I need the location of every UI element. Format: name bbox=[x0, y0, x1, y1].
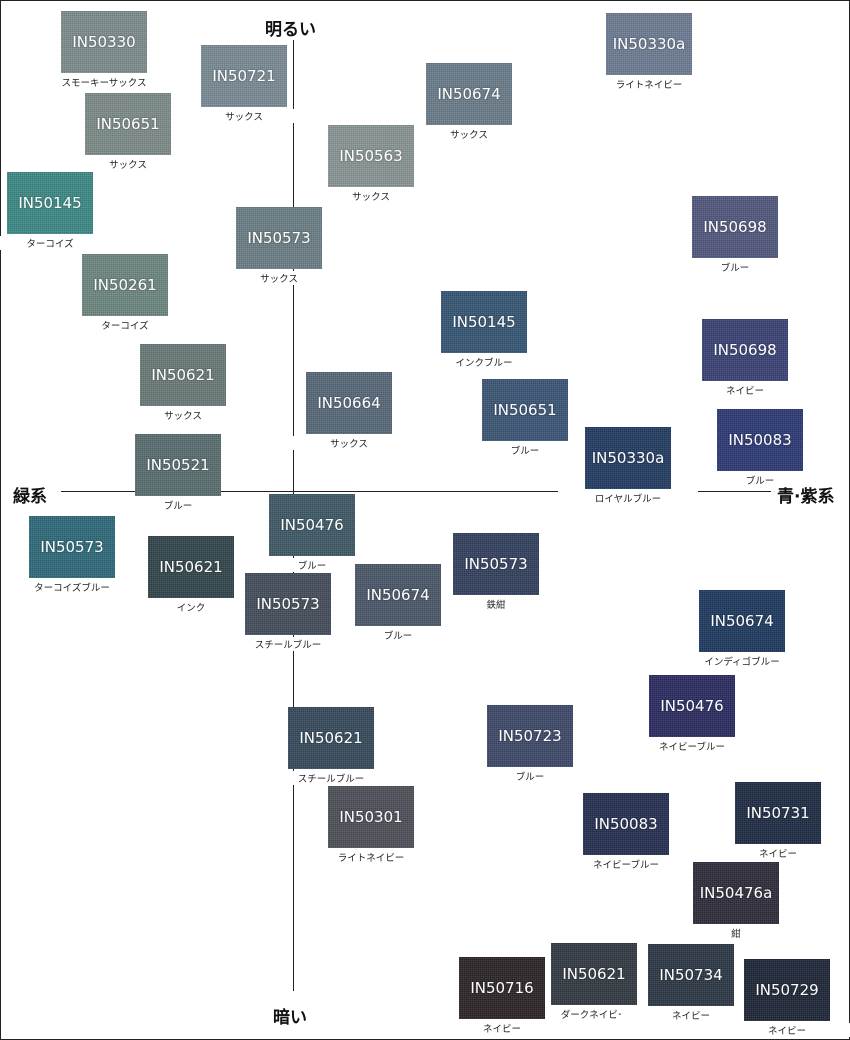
fabric-swatch[interactable]: IN50301 bbox=[328, 786, 414, 848]
swatch-color-name: 鉄紺 bbox=[426, 597, 566, 611]
fabric-swatch[interactable]: IN50476a bbox=[693, 862, 779, 924]
fabric-swatch[interactable]: IN50563 bbox=[328, 125, 414, 187]
axis-label-bottom: 暗い bbox=[271, 1003, 309, 1028]
fabric-swatch[interactable]: IN50716 bbox=[459, 957, 545, 1019]
fabric-swatch[interactable]: IN50651 bbox=[85, 93, 171, 155]
swatch-color-name: インク bbox=[121, 600, 261, 614]
fabric-swatch[interactable]: IN50723 bbox=[487, 705, 573, 767]
fabric-swatch[interactable]: IN50621 bbox=[148, 536, 234, 598]
swatch-color-name: スチールブルー bbox=[218, 637, 358, 651]
fabric-swatch[interactable]: IN50476 bbox=[649, 675, 735, 737]
swatch-color-name: ネイビー bbox=[708, 846, 848, 860]
swatch-color-name: ネイビー bbox=[675, 383, 815, 397]
swatch-color-name: ロイヤルブルー bbox=[558, 491, 698, 505]
fabric-swatch[interactable]: IN50573 bbox=[453, 533, 539, 595]
swatch-color-name: ネイビー bbox=[432, 1021, 572, 1035]
fabric-swatch[interactable]: IN50664 bbox=[306, 372, 392, 434]
swatch-color-name: サックス bbox=[209, 271, 349, 285]
fabric-swatch[interactable]: IN50083 bbox=[583, 793, 669, 855]
axis-label-left: 緑系 bbox=[11, 482, 49, 507]
swatch-color-name: ライトネイビー bbox=[579, 77, 719, 91]
swatch-color-name: ターコイズ bbox=[55, 318, 195, 332]
swatch-color-name: スモーキーサックス bbox=[34, 75, 174, 89]
fabric-swatch[interactable]: IN50698 bbox=[692, 196, 778, 258]
fabric-swatch[interactable]: IN50145 bbox=[441, 291, 527, 353]
swatch-color-name: ターコイズブルー bbox=[2, 580, 142, 594]
swatch-color-name: ネイビーブルー bbox=[622, 739, 762, 753]
swatch-color-name: ブルー bbox=[665, 260, 805, 274]
swatch-color-name: ブルー bbox=[242, 558, 382, 572]
fabric-swatch[interactable]: IN50674 bbox=[699, 590, 785, 652]
swatch-color-name: インクブルー bbox=[414, 355, 554, 369]
fabric-swatch[interactable]: IN50698 bbox=[702, 319, 788, 381]
fabric-swatch[interactable]: IN50083 bbox=[717, 409, 803, 471]
fabric-swatch[interactable]: IN50330 bbox=[61, 11, 147, 73]
swatch-color-name: スチールブルー bbox=[261, 771, 401, 785]
swatch-color-name: ブルー bbox=[328, 628, 468, 642]
fabric-swatch[interactable]: IN50573 bbox=[245, 573, 331, 635]
swatch-color-name: サックス bbox=[399, 127, 539, 141]
swatch-color-name: ターコイズ bbox=[0, 236, 120, 250]
fabric-swatch[interactable]: IN50573 bbox=[236, 207, 322, 269]
fabric-swatch[interactable]: IN50330a bbox=[606, 13, 692, 75]
swatch-color-name: 紺 bbox=[666, 926, 806, 940]
fabric-swatch[interactable]: IN50573 bbox=[29, 516, 115, 578]
fabric-swatch[interactable]: IN50476 bbox=[269, 494, 355, 556]
swatch-color-name: サックス bbox=[301, 189, 441, 203]
axis-label-top: 明るい bbox=[263, 15, 318, 40]
swatch-color-name: ブルー bbox=[108, 498, 248, 512]
fabric-swatch[interactable]: IN50330a bbox=[585, 427, 671, 489]
swatch-color-name: サックス bbox=[58, 157, 198, 171]
fabric-swatch[interactable]: IN50729 bbox=[744, 959, 830, 1021]
fabric-swatch[interactable]: IN50621 bbox=[140, 344, 226, 406]
fabric-swatch[interactable]: IN50621 bbox=[551, 943, 637, 1005]
swatch-color-name: ネイビーブルー bbox=[556, 857, 696, 871]
fabric-swatch[interactable]: IN50674 bbox=[426, 63, 512, 125]
fabric-swatch[interactable]: IN50651 bbox=[482, 379, 568, 441]
fabric-swatch[interactable]: IN50521 bbox=[135, 434, 221, 496]
swatch-color-name: ブルー bbox=[690, 473, 830, 487]
swatch-color-name: インディゴブルー bbox=[672, 654, 812, 668]
fabric-swatch[interactable]: IN50621 bbox=[288, 707, 374, 769]
fabric-swatch[interactable]: IN50721 bbox=[201, 45, 287, 107]
swatch-color-name: ネイビー bbox=[621, 1008, 761, 1022]
swatch-color-name: サックス bbox=[174, 109, 314, 123]
fabric-swatch[interactable]: IN50731 bbox=[735, 782, 821, 844]
fabric-swatch[interactable]: IN50674 bbox=[355, 564, 441, 626]
fabric-swatch[interactable]: IN50261 bbox=[82, 254, 168, 316]
swatch-color-name: ネイビー bbox=[717, 1023, 850, 1037]
horizontal-axis bbox=[61, 491, 771, 492]
swatch-color-name: サックス bbox=[279, 436, 419, 450]
swatch-color-name: ブルー bbox=[455, 443, 595, 457]
swatch-color-name: ライトネイビー bbox=[301, 850, 441, 864]
fabric-swatch[interactable]: IN50145 bbox=[7, 172, 93, 234]
swatch-color-name: ブルー bbox=[460, 769, 600, 783]
swatch-color-name: サックス bbox=[113, 408, 253, 422]
fabric-swatch[interactable]: IN50734 bbox=[648, 944, 734, 1006]
